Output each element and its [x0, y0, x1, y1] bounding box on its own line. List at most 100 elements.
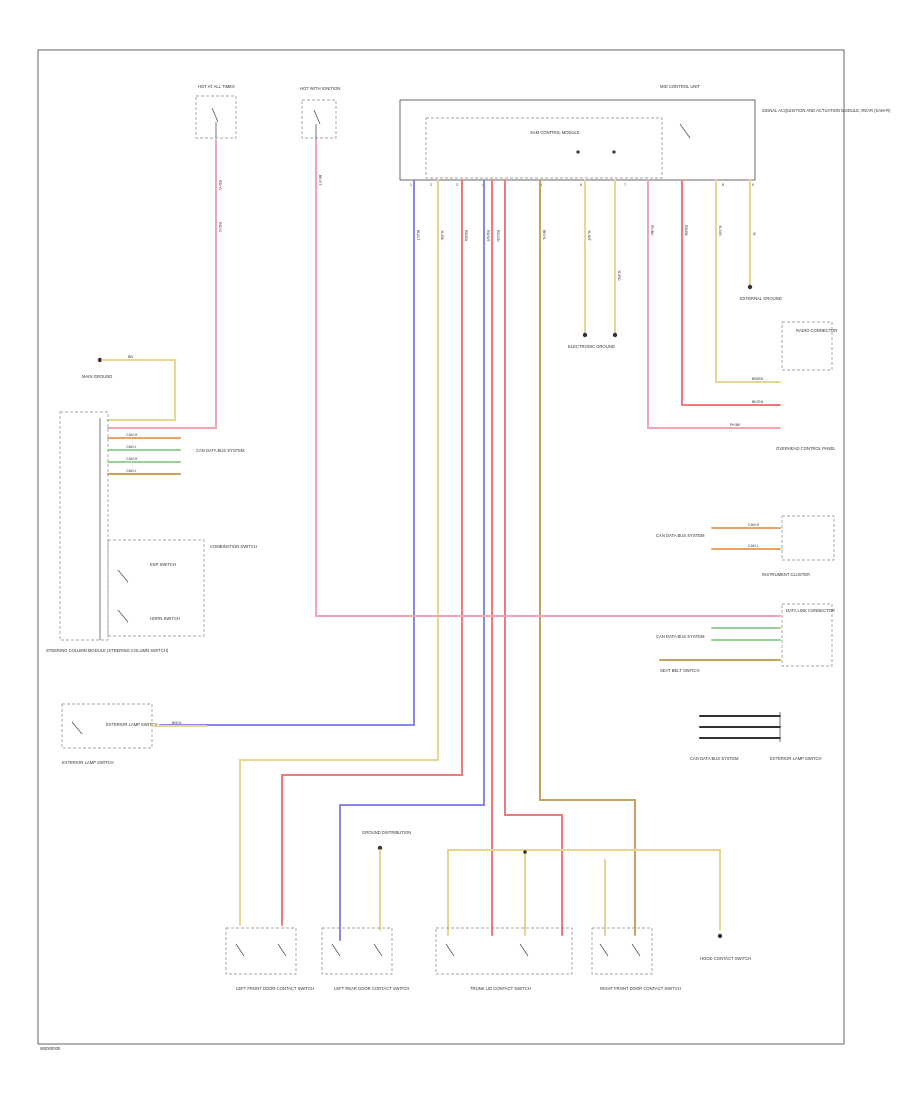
bottom-switch-5: HOOD CONTACT SWITCH [700, 933, 751, 961]
switch-a-contact [117, 569, 129, 583]
label-left-red-2: RD/YL [218, 222, 222, 233]
mid-ground-bottom-label: GROUND DISTRIBUTION [362, 830, 411, 835]
wire-top-mid-black [315, 139, 781, 617]
label-can-3: CAN H [126, 457, 138, 461]
wire-red-4 [504, 179, 563, 936]
wire-top-left-red [107, 139, 217, 429]
pin-2: 2 [430, 183, 432, 187]
wire-yellow-right [715, 179, 781, 383]
instrument-cluster-label: INSTRUMENT CLUSTER [762, 572, 810, 577]
seat-switch-label: SEAT BELT SWITCH [660, 668, 699, 673]
data-link-4-label: CAN DATA BUS SYSTEM [690, 756, 739, 761]
pin-6: 6 [580, 183, 582, 187]
main-control-module: SAM CONTROL MODULE MID CONTROL UNIT SIGN… [399, 84, 891, 181]
wire-blue [159, 179, 415, 726]
label-ext-lamp: BN/YL [172, 721, 182, 725]
main-module-title: SAM CONTROL MODULE [530, 130, 580, 135]
combination-switch-label: COMBINATION SWITCH [210, 544, 257, 549]
bottom-switch-4: RIGHT FRONT DOOR CONTACT SWITCH [591, 927, 681, 991]
data-link-right-label: DATA LINK CONNECTOR [786, 608, 835, 613]
pin-9: 9 [752, 183, 754, 187]
bottom-1-label: LEFT FRONT DOOR CONTACT SWITCH [236, 986, 314, 991]
label-red4: RD/BK [684, 225, 688, 237]
label-yel1: YL/BK [440, 230, 444, 241]
left-ground-label: MAIN GROUND [82, 374, 112, 379]
overhead-label: OVERHEAD CONTROL PANEL [776, 446, 836, 451]
footer-code: W0000000 [40, 1046, 61, 1051]
label-mid-black: BK/VT [318, 175, 322, 186]
label-red3: RD/GN [496, 230, 500, 242]
bottom-5-label: HOOD CONTACT SWITCH [700, 956, 751, 961]
top-left-fuse-label: HOT AT ALL TIMES [198, 84, 235, 89]
wire-left-ground [101, 359, 176, 421]
right-bottom-connector: CAN DATA BUS SYSTEM EXTERIOR LAMP SWITCH [690, 712, 822, 761]
wire-red-2 [339, 179, 485, 941]
label-yel2: YL/WT [587, 230, 591, 242]
exterior-lamp-label: EXTERIOR LAMP SWITCH [62, 760, 114, 765]
data-link-2-label: CAN DATA BUS SYSTEM [656, 533, 705, 538]
switch-a-label: ESP SWITCH [150, 562, 176, 567]
main-module-side-label: SIGNAL ACQUISITION AND ACTUATION MODULE,… [762, 108, 891, 113]
module-grounds: ELECTRONIC GROUND EXTERNAL GROUND [568, 284, 782, 349]
pin-8: 8 [722, 183, 724, 187]
label-right-sw: BN/RD [752, 377, 764, 381]
label-brown: BN/YL [542, 230, 546, 240]
main-module-wires [159, 179, 781, 941]
wire-red-1 [281, 179, 463, 926]
label-red1: RD/BU [464, 230, 468, 242]
wire-yellow-1 [239, 179, 439, 926]
internal-ground-1 [576, 150, 580, 154]
right-ground-connector: RADIO CONNECTOR BN/RD BK/GN PK/BK OVERHE… [730, 321, 837, 451]
exterior-lamp-inner-label: EXTERIOR LAMP SWITCH [106, 722, 158, 727]
label-can-2: CAN L [126, 445, 137, 449]
bottom-3-label: TRUNK LID CONTACT SWITCH [470, 986, 531, 991]
instrument-cluster-connector: CAN H CAN L CAN DATA BUS SYSTEM INSTRUME… [656, 515, 835, 577]
left-ground-connection: BN MAIN GROUND [82, 355, 176, 421]
data-link-3-label: CAN DATA BUS SYSTEM [656, 634, 705, 639]
label-yel3: YL/RD [617, 270, 621, 281]
bottom-switch-2: LEFT REAR DOOR CONTACT SWITCH [321, 927, 409, 991]
diagram-frame [37, 49, 845, 1045]
wire-gnd-bottom-2 [447, 849, 721, 936]
label-blue: BU/VT [416, 230, 420, 241]
bottom-2-label: LEFT REAR DOOR CONTACT SWITCH [334, 986, 409, 991]
bottom-switch-1: LEFT FRONT DOOR CONTACT SWITCH [225, 927, 314, 991]
steering-column-module: STEERING COLUMN MODULE (STEERING COLUMN … [46, 411, 257, 653]
switch-b-contact [117, 609, 129, 623]
radio-connector-label: RADIO CONNECTOR [796, 328, 837, 333]
data-link-1-label: CAN DATA BUS SYSTEM [196, 448, 245, 453]
label-right-pink: PK/BK [730, 423, 741, 427]
label-yel5: YL [752, 232, 756, 236]
exterior-lamp-switch: EXTERIOR LAMP SWITCH BN/YL EXTERIOR LAMP… [61, 703, 207, 765]
bottom-switches: LEFT FRONT DOOR CONTACT SWITCH LEFT REAR… [225, 927, 751, 991]
label-red2: RD/WT [486, 230, 490, 243]
pin-7: 7 [624, 183, 626, 187]
label-ic-2: CAN L [748, 544, 759, 548]
top-mid-fuse-label: HOT WITH IGNITION [300, 86, 340, 91]
mid-control-unit-label: MID CONTROL UNIT [660, 84, 701, 89]
vertical-wire-labels: RD/YL RD/YL BK/VT BU/VT YL/BK RD/BU RD/W… [218, 175, 756, 281]
label-right-sw2: BK/GN [752, 400, 764, 404]
switch-b-label: HORN SWITCH [150, 616, 180, 621]
bottom-switch-3: TRUNK LID CONTACT SWITCH [435, 927, 573, 991]
data-link-connector-right: CAN DATA BUS SYSTEM SEAT BELT SWITCH DAT… [656, 603, 835, 673]
label-can-1: CAN H [126, 433, 138, 437]
bottom-4-label: RIGHT FRONT DOOR CONTACT SWITCH [600, 986, 681, 991]
steering-column-label: STEERING COLUMN MODULE (STEERING COLUMN … [46, 648, 169, 653]
pin-1: 1 [410, 183, 412, 187]
wire-brown [539, 179, 636, 936]
pin-3: 3 [456, 183, 458, 187]
label-ic-1: CAN H [748, 523, 760, 527]
label-left-red: RD/YL [218, 180, 222, 191]
label-pink: PK/BK [650, 225, 654, 236]
top-left-fuse-box: HOT AT ALL TIMES [195, 84, 237, 139]
right-ground-label: EXTERNAL GROUND [740, 296, 782, 301]
label-left-ground-wire: BN [128, 355, 133, 359]
mid-ground-label: ELECTRONIC GROUND [568, 344, 615, 349]
right-bottom-label: EXTERIOR LAMP SWITCH [770, 756, 822, 761]
top-mid-fuse-box: HOT WITH IGNITION [300, 86, 340, 140]
wire-red-right [681, 179, 781, 406]
wire-pink-right [647, 179, 781, 429]
bottom-ground-distribution: GROUND DISTRIBUTION [362, 830, 721, 936]
